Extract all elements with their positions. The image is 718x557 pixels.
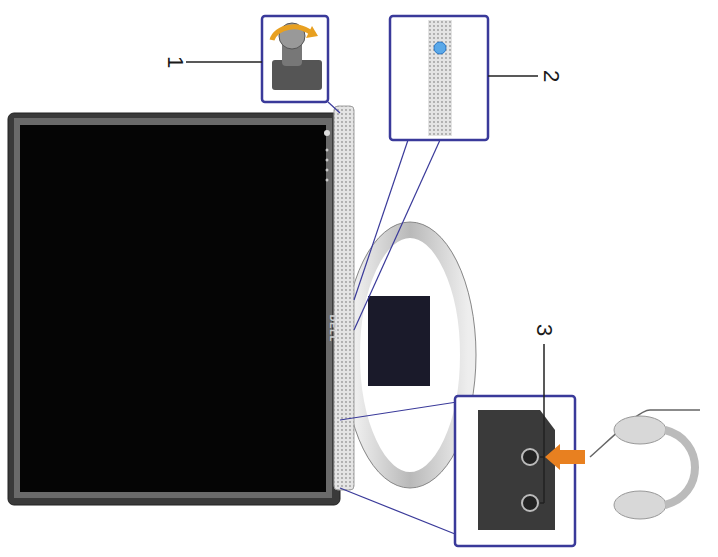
callout-number: 3 <box>533 324 555 336</box>
brand-logo: DELL <box>329 314 338 342</box>
callout-number: 1 <box>164 56 186 68</box>
callout-number: 2 <box>540 70 562 82</box>
